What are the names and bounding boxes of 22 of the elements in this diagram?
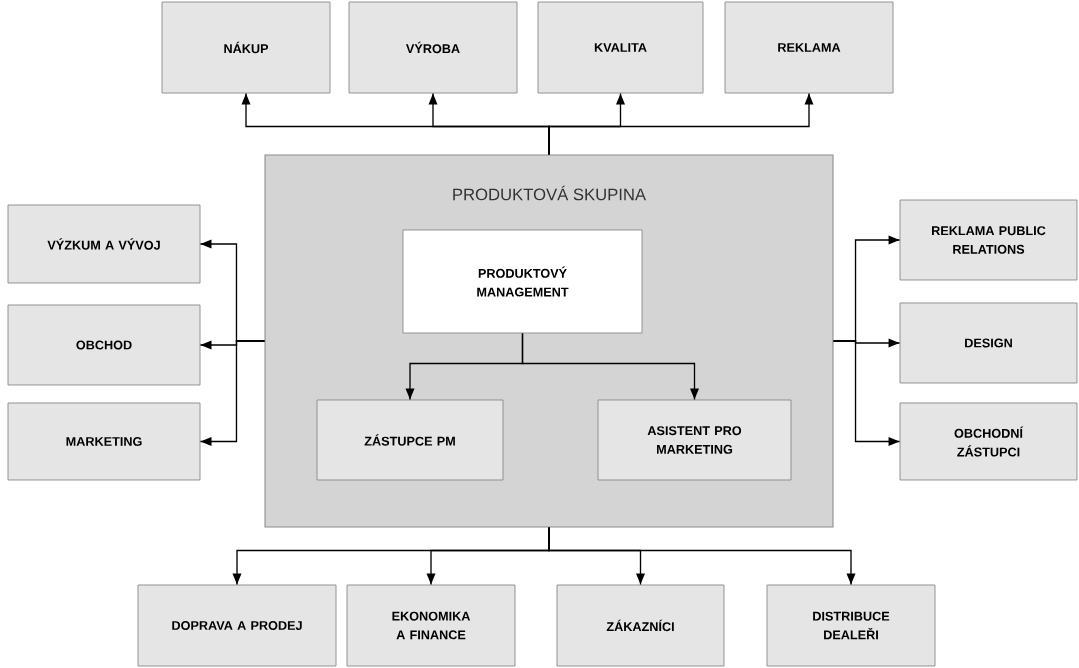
arrow [832, 340, 901, 446]
department-box: OBCHOD [7, 304, 201, 386]
department-box: DESIGN [899, 302, 1078, 384]
arrow [548, 526, 856, 586]
department-box: ASISTENT PRO MARKETING [597, 399, 792, 481]
arrow [199, 340, 266, 446]
department-box: VÝROBA [348, 1, 518, 94]
department-box: MARKETING [7, 402, 201, 481]
department-box: REKLAMA PUBLIC RELATIONS [899, 199, 1078, 281]
management-box: PRODUKTOVÝ MANAGEMENT [402, 229, 643, 334]
department-box: NÁKUP [161, 1, 331, 94]
arrow [521, 332, 699, 401]
department-box: EKONOMIKA A FINANCE [346, 584, 516, 667]
department-box: OBCHODNÍ ZÁSTUPCI [899, 402, 1078, 481]
department-box: REKLAMA [724, 1, 894, 94]
department-box: DOPRAVA A PRODEJ [137, 584, 337, 667]
department-box: KVALITA [537, 1, 704, 94]
department-box: ZÁSTUPCE PM [316, 399, 504, 481]
arrow [548, 92, 814, 156]
department-box: ZÁKAZNÍCI [556, 584, 725, 667]
department-box: DISTRIBUCE DEALEŘI [766, 584, 936, 667]
department-box: VÝZKUM A VÝVOJ [7, 204, 201, 284]
